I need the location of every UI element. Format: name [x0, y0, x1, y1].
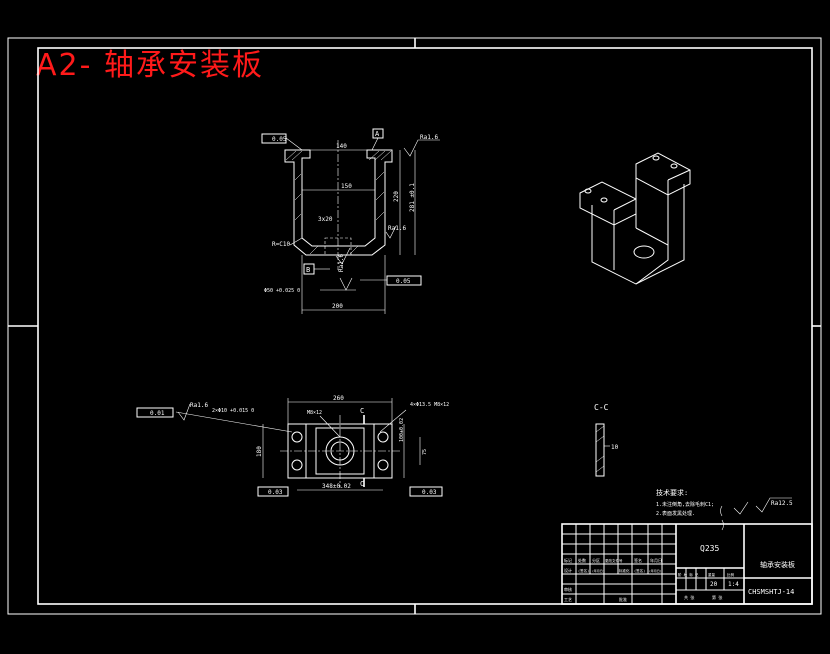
tb-scale: 1:4 [728, 581, 739, 588]
tech-item-1: 1.未注倒角,去除毛刺C1; [656, 501, 714, 508]
fv-tol-bottom: 0.05 [396, 278, 411, 285]
fv-roughness-top: Ra1.6 [420, 134, 438, 141]
front-view: 0.05 A Ra1.6 140 150 220 281 ±0.1 3x20 R… [261, 128, 440, 314]
front-hatch [285, 150, 392, 255]
section-label: C-C [594, 403, 609, 412]
tb-header-0: 标记 [564, 557, 572, 563]
tb-header-3: 更改文件号 [605, 558, 623, 563]
tb-row4-0: 工艺 [564, 597, 572, 602]
tb-header-5: 年月日 [650, 557, 662, 563]
tb-sheet-0: 共 张 [684, 594, 694, 600]
top-view: 0.01 Ra1.6 2×Φ10 +0.015 0 260 C M8×12 4×… [136, 395, 449, 497]
tb-stage-0: 阶 段 标 记 [678, 572, 699, 577]
tb-row2-0: 设计 [564, 567, 572, 573]
tv-section-c-top: C [360, 407, 364, 415]
tv-dim-right: 100±0.02 [399, 418, 405, 442]
drawing-title: A2- 轴承安装板 [36, 48, 264, 83]
tv-thread: M8×12 [307, 410, 322, 416]
tb-part-name: 轴承安装板 [760, 560, 795, 569]
section-c-c: C-C 10 [594, 403, 619, 477]
tb-header-1: 处数 [578, 557, 586, 563]
fv-datum-b: B [306, 266, 310, 274]
tv-tol-left: 0.01 [150, 410, 165, 417]
tb-header-4: 签名 [634, 557, 642, 563]
tb-quantity: 20 [710, 581, 718, 588]
fv-dim-thickness: 3x20 [318, 216, 333, 223]
technical-requirements: 技术要求: 1.未注倒角,去除毛刺C1; 2.表面发黑处理. Ra12.5 [656, 488, 793, 531]
tv-section-c-bottom: C [360, 480, 364, 488]
tb-drawing-number: CHSMSHTJ-14 [748, 588, 794, 596]
fv-tolerance-top: 0.05 [272, 136, 287, 143]
tv-roughness: Ra1.6 [190, 402, 208, 409]
tb-sheet-1: 第 张 [712, 594, 722, 600]
fv-dim-bore: Φ50 +0.025 0 [264, 288, 300, 294]
fv-roughness-side: Ra1.6 [388, 225, 406, 232]
section-dim: 10 [611, 444, 619, 451]
fv-roughness-bottom: Ra1.6 [338, 254, 345, 272]
tb-header-2: 分区 [592, 557, 600, 563]
tech-item-2: 2.表面发黑处理. [656, 510, 695, 517]
tv-holes-right: 4×Φ13.5 M8×12 [410, 402, 449, 408]
tv-tol-bottom-left: 0.03 [268, 489, 283, 496]
tb-stage-2: 比例 [727, 572, 735, 577]
roughness-symbol-icon [755, 497, 792, 513]
tv-dim-width: 260 [333, 395, 344, 402]
tech-heading: 技术要求: [656, 488, 688, 497]
fv-dim-inner: 150 [341, 183, 352, 190]
tv-dim-pitch: 348±0.02 [322, 483, 351, 490]
tb-row2-3: 标准化 [619, 568, 630, 573]
fv-dim-height: 281 ±0.1 [409, 183, 416, 212]
tv-dim-inner: 75 [422, 449, 428, 455]
tb-row4-1: 批准 [619, 596, 627, 602]
tb-row2-4: (签名) [634, 568, 645, 573]
fv-fillet: R=C10 [272, 241, 290, 248]
tb-material: Q235 [700, 544, 719, 553]
fv-datum-a: A [375, 130, 380, 138]
tb-stage-1: 重量 [708, 572, 716, 577]
fv-dim-depth: 220 [393, 191, 400, 202]
roughness-check-icon [733, 501, 749, 515]
tb-row2-5: (年月日) [649, 568, 662, 573]
tech-roughness-general: Ra12.5 [771, 500, 793, 507]
tb-row3-0: 审核 [564, 586, 572, 592]
fv-dim-bottom-width: 200 [332, 303, 343, 310]
tv-dim-height: 180 [256, 446, 263, 457]
tb-row2-1: (签名) [578, 568, 589, 573]
fv-dim-width-top: 140 [336, 143, 347, 150]
tv-holes-left: 2×Φ10 +0.015 0 [212, 408, 254, 414]
isometric-view [579, 152, 691, 285]
tb-row2-2: (年月日) [592, 568, 605, 573]
title-block: Q235 轴承安装板 CHSMSHTJ-14 20 1:4 标记 处数 分区 更… [561, 523, 813, 605]
drawing-frame [7, 37, 822, 615]
tv-tol-bottom-right: 0.03 [422, 489, 437, 496]
